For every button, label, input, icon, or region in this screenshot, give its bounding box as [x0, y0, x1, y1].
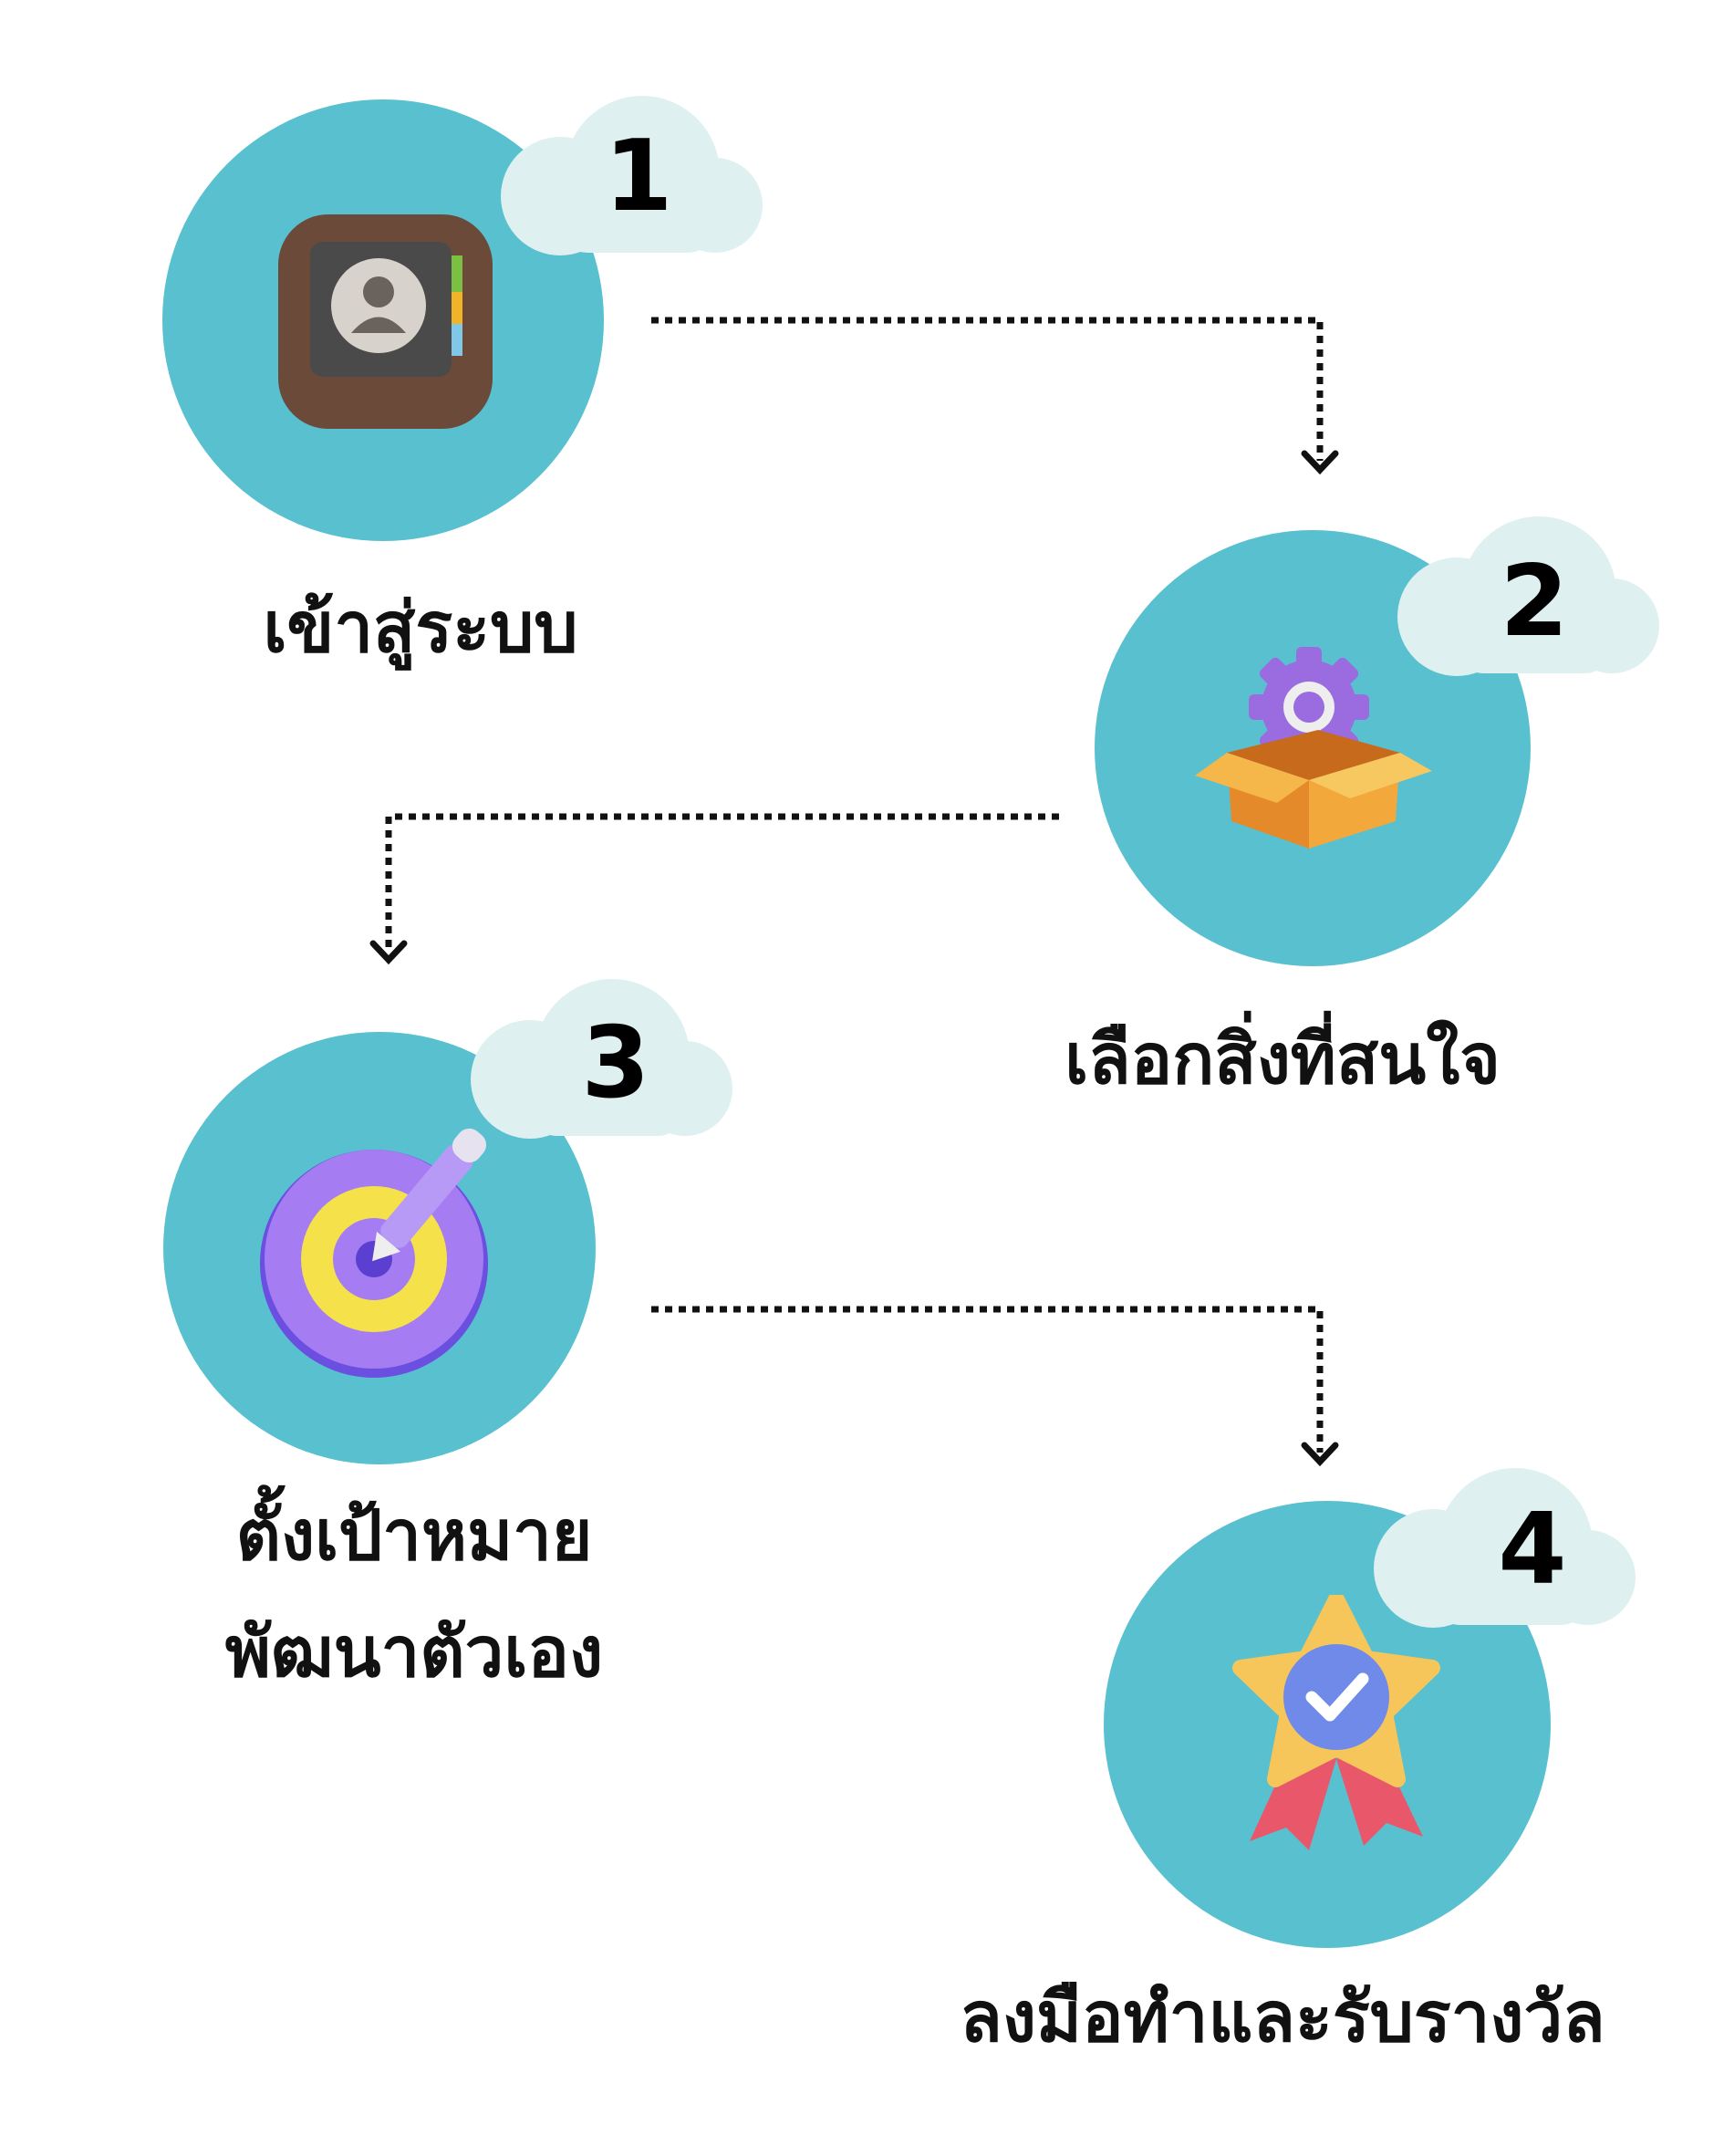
step-2-label: เลือกสิ่งที่สนใจ [1065, 1018, 1501, 1099]
arrow-head-icon [1301, 1442, 1339, 1467]
step-1-label: เข้าสู่ระบบ [263, 587, 578, 668]
target-pencil-icon [260, 1128, 488, 1378]
connector-3-4 [651, 1306, 1324, 1453]
connector-1-2 [651, 317, 1324, 461]
connector-2-3 [385, 813, 1059, 951]
step-3-label-line-1: ตั้งเป้าหมาย [235, 1495, 593, 1576]
step-3-label-line-2: พัฒนาตัวเอง [224, 1611, 604, 1693]
step-2-cloud [1397, 516, 1659, 676]
award-badge-icon [1232, 1595, 1440, 1850]
step-1-number: 1 [604, 120, 673, 234]
arrow-head-icon [369, 940, 408, 965]
step-1-cloud [501, 96, 763, 255]
arrow-head-icon [1301, 450, 1339, 475]
step-4-label: ลงมือทำและรับรางวัล [960, 1976, 1605, 2057]
contact-book-icon [278, 214, 493, 429]
step-2-number: 2 [1500, 545, 1569, 659]
step-4-number: 4 [1498, 1493, 1567, 1607]
box-gear-icon [1195, 647, 1432, 849]
step-3-number: 3 [581, 1006, 650, 1120]
step-4-cloud [1374, 1468, 1636, 1628]
step-3-cloud [471, 979, 732, 1139]
